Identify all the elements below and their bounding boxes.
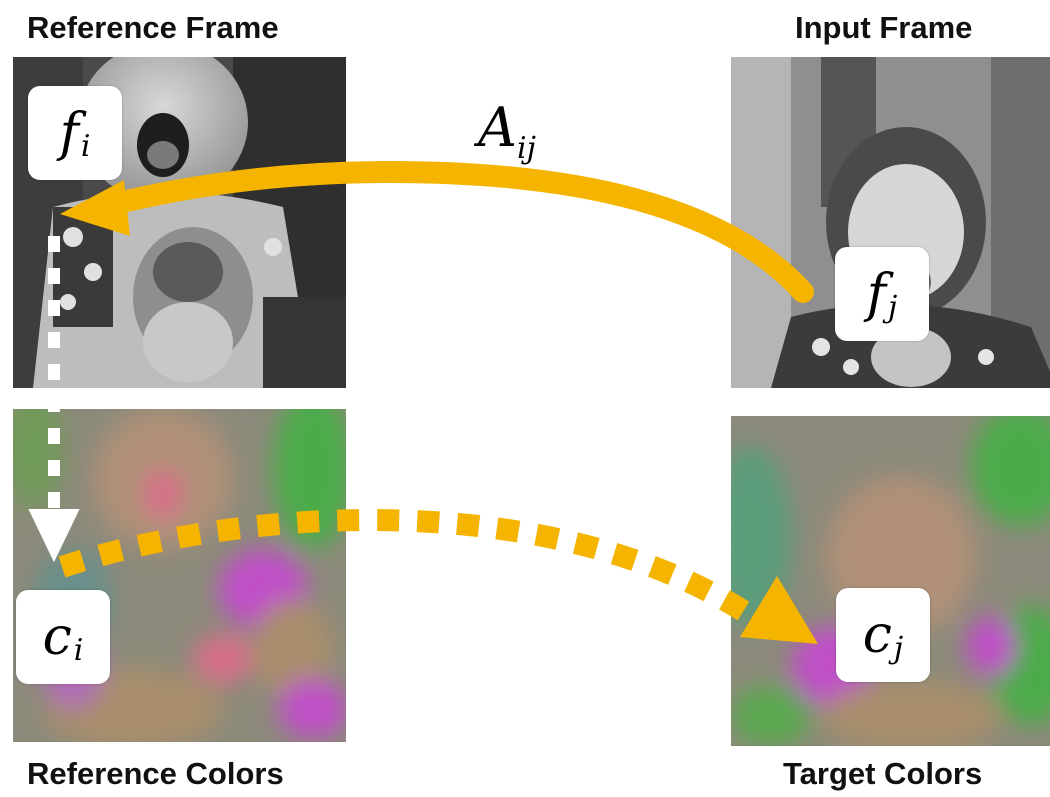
affinity-arrowhead <box>60 180 130 236</box>
reference-frame-title: Reference Frame <box>27 10 279 45</box>
reference-frame-image <box>13 57 346 388</box>
affinity-label: Aij <box>478 96 536 166</box>
target-colors-title: Target Colors <box>783 756 983 791</box>
target-colors-image <box>731 416 1050 746</box>
color-transfer-dotted-arrow <box>58 509 751 622</box>
input-frame-title: Input Frame <box>795 10 973 45</box>
affinity-arrow <box>95 160 814 303</box>
reference-dotted-arrowhead <box>28 509 80 563</box>
reference-colors-title: Reference Colors <box>27 756 284 791</box>
color-transfer-arrowhead <box>740 576 818 644</box>
